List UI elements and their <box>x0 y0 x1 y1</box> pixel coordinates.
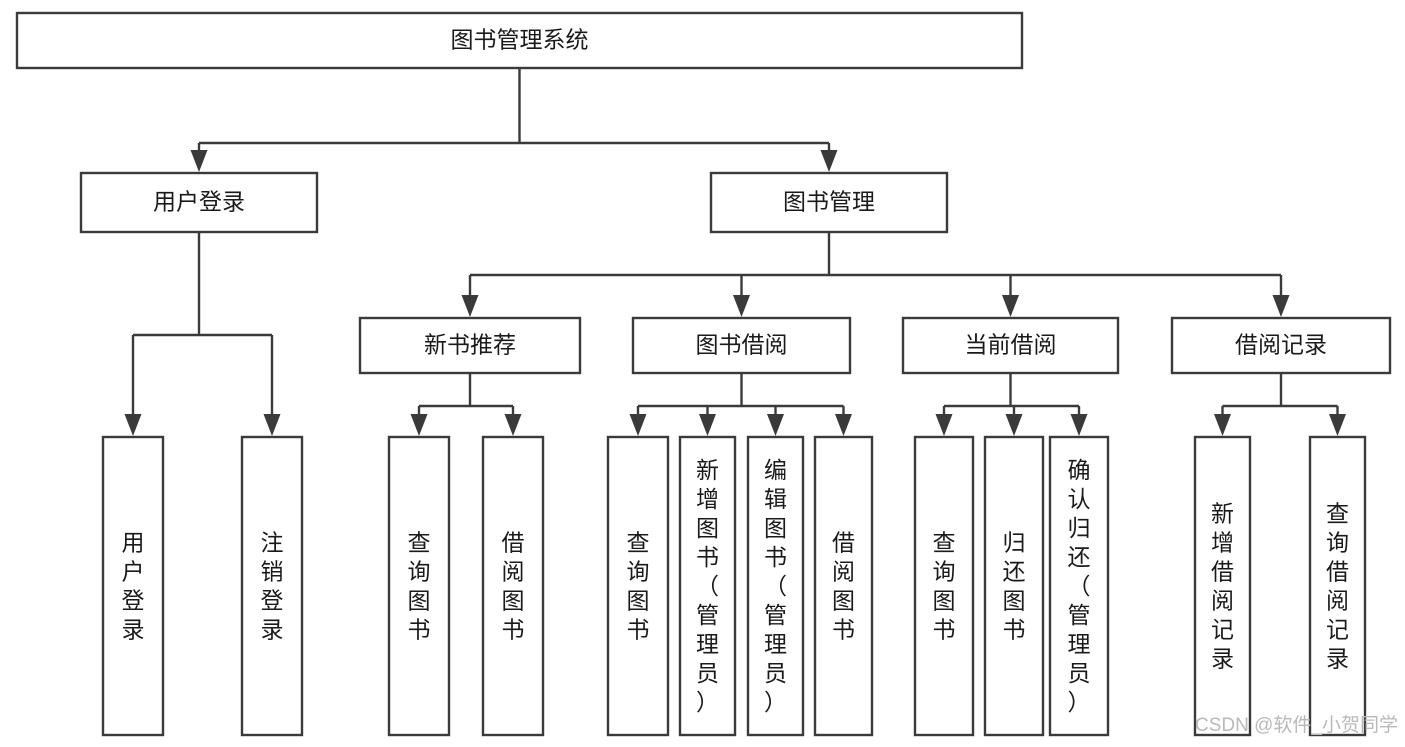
node-box-user-login[interactable] <box>79 171 319 234</box>
node-box-leaf-query-borrow-record[interactable] <box>1308 435 1367 737</box>
node-label-leaf-query-book-rec: 查询图书 <box>408 530 431 643</box>
node-leaf-add-book[interactable]: 新增图书（管理员） <box>678 435 737 737</box>
node-box-leaf-edit-book[interactable] <box>746 435 805 737</box>
node-book-borrow[interactable]: 图书借阅 <box>631 316 852 375</box>
node-label-leaf-query-book-borrow: 查询图书 <box>627 530 650 643</box>
node-user-login[interactable]: 用户登录 <box>79 171 319 234</box>
node-label-leaf-add-borrow-record: 新增借阅记录 <box>1211 501 1234 672</box>
connector-lines <box>124 68 1346 436</box>
node-box-leaf-query-book-borrow[interactable] <box>606 435 670 737</box>
node-leaf-query-book-cur[interactable]: 查询图书 <box>913 435 975 737</box>
node-box-book-management[interactable] <box>709 171 949 234</box>
node-box-leaf-confirm-return[interactable] <box>1048 435 1110 737</box>
node-label-leaf-add-book: 新增图书（管理员） <box>696 457 719 715</box>
node-label-book-management: 图书管理 <box>783 189 875 215</box>
node-borrow-record[interactable]: 借阅记录 <box>1170 316 1392 375</box>
node-box-leaf-return-book[interactable] <box>983 435 1045 737</box>
node-label-leaf-confirm-return: 确认归还（管理员） <box>1068 457 1091 715</box>
node-label-leaf-user-login: 用户登录 <box>122 530 145 643</box>
node-label-leaf-return-book: 归还图书 <box>1003 530 1026 643</box>
node-box-leaf-user-login[interactable] <box>101 435 165 737</box>
node-label-leaf-borrow-book: 借阅图书 <box>832 530 855 643</box>
node-leaf-add-borrow-record[interactable]: 新增借阅记录 <box>1193 435 1252 737</box>
node-box-book-borrow[interactable] <box>631 316 852 375</box>
node-label-current-borrow: 当前借阅 <box>965 332 1057 358</box>
node-box-current-borrow[interactable] <box>901 316 1120 375</box>
node-leaf-logout[interactable]: 注销登录 <box>240 435 304 737</box>
node-leaf-borrow-book[interactable]: 借阅图书 <box>813 435 874 737</box>
node-leaf-edit-book[interactable]: 编辑图书（管理员） <box>746 435 805 737</box>
node-leaf-confirm-return[interactable]: 确认归还（管理员） <box>1048 435 1110 737</box>
node-box-new-book-recommend[interactable] <box>358 316 582 375</box>
node-box-leaf-borrow-book-rec[interactable] <box>481 435 545 737</box>
node-leaf-return-book[interactable]: 归还图书 <box>983 435 1045 737</box>
node-leaf-user-login[interactable]: 用户登录 <box>101 435 165 737</box>
node-new-book-recommend[interactable]: 新书推荐 <box>358 316 582 375</box>
node-box-leaf-add-book[interactable] <box>678 435 737 737</box>
node-label-leaf-query-book-cur: 查询图书 <box>933 530 956 643</box>
node-box-leaf-query-book-cur[interactable] <box>913 435 975 737</box>
node-leaf-query-book-rec[interactable]: 查询图书 <box>387 435 451 737</box>
node-leaf-borrow-book-rec[interactable]: 借阅图书 <box>481 435 545 737</box>
csdn-watermark: CSDN @软件_小贺同学 <box>1195 714 1398 736</box>
node-box-leaf-borrow-book[interactable] <box>813 435 874 737</box>
node-box-leaf-logout[interactable] <box>240 435 304 737</box>
node-root[interactable]: 图书管理系统 <box>15 11 1024 70</box>
node-label-leaf-query-borrow-record: 查询借阅记录 <box>1326 501 1349 672</box>
node-label-borrow-record: 借阅记录 <box>1235 332 1327 358</box>
node-box-borrow-record[interactable] <box>1170 316 1392 375</box>
node-current-borrow[interactable]: 当前借阅 <box>901 316 1120 375</box>
node-label-book-borrow: 图书借阅 <box>696 332 788 358</box>
node-label-leaf-edit-book: 编辑图书（管理员） <box>764 457 787 715</box>
node-leaf-query-borrow-record[interactable]: 查询借阅记录 <box>1308 435 1367 737</box>
node-label-root: 图书管理系统 <box>451 27 589 53</box>
node-label-leaf-logout: 注销登录 <box>261 530 284 643</box>
node-leaf-query-book-borrow[interactable]: 查询图书 <box>606 435 670 737</box>
node-label-user-login: 用户登录 <box>153 189 245 215</box>
node-box-leaf-add-borrow-record[interactable] <box>1193 435 1252 737</box>
node-boxes: 图书管理系统用户登录图书管理新书推荐图书借阅当前借阅借阅记录用户登录注销登录查询… <box>15 11 1392 737</box>
node-book-management[interactable]: 图书管理 <box>709 171 949 234</box>
node-box-root[interactable] <box>15 11 1024 70</box>
node-label-leaf-borrow-book-rec: 借阅图书 <box>502 530 525 643</box>
node-box-leaf-query-book-rec[interactable] <box>387 435 451 737</box>
node-label-new-book-recommend: 新书推荐 <box>424 332 516 358</box>
